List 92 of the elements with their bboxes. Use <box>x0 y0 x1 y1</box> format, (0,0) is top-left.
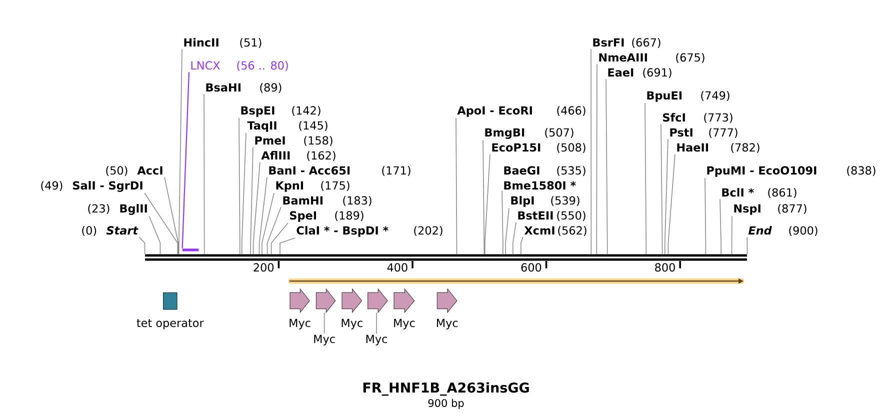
feature-label: tet operator <box>136 319 204 330</box>
feature-block <box>368 288 388 314</box>
scale-number: 600 <box>521 263 542 272</box>
leader-line <box>590 48 592 254</box>
site-label: BstEII (550) <box>518 211 586 221</box>
leader-line <box>250 146 254 254</box>
leader-line <box>720 198 722 254</box>
feature-label: Myc <box>314 334 335 346</box>
feature-label: Myc <box>366 334 388 346</box>
sequence-length: 900 bp <box>428 398 464 410</box>
leader-line <box>178 48 182 254</box>
feature-box <box>163 292 178 310</box>
feature-block <box>316 288 336 314</box>
map-title: FR_HNF1B_A263insGG <box>363 382 529 396</box>
leader-line <box>644 102 647 254</box>
leader-line <box>324 312 325 334</box>
leader-line <box>241 132 246 254</box>
site-label: BsrFI (667) <box>593 38 660 48</box>
site-label: NspI (877) <box>734 204 806 215</box>
site-label: HaeII (782) <box>677 143 760 153</box>
feature-block <box>342 288 362 314</box>
site-label: (50) AccI <box>106 166 162 176</box>
feature-label: LNCX (56 .. 80) <box>191 61 288 71</box>
site-label: BspEI (142) <box>241 106 320 117</box>
feature-bar <box>182 248 199 252</box>
site-label: (49) SalI - SgrDI <box>41 181 142 192</box>
site-label: BmgBI (507) <box>485 128 574 139</box>
leader-line <box>606 78 608 254</box>
site-label: BclI * (861) <box>722 188 796 198</box>
leader-line <box>376 312 377 334</box>
leader-line <box>731 216 732 254</box>
end-label: End (900) <box>748 226 818 236</box>
leader-line <box>204 94 205 254</box>
site-label: PstI (777) <box>670 128 738 138</box>
site-label: BpuEI (749) <box>647 91 730 102</box>
site-label: NmeAIII (675) <box>599 53 704 63</box>
leader-line <box>512 222 516 254</box>
end-label: (0) Start <box>82 226 138 236</box>
feature-block <box>290 288 310 314</box>
site-label: ClaI * - BspDI * (202) <box>296 226 442 237</box>
site-label: BanI - Acc65I (171) <box>269 166 410 176</box>
site-label: BaeGI (535) Bme1580I * <box>504 166 586 190</box>
site-label: BlpI (539) <box>511 196 580 207</box>
leader-line <box>252 162 260 254</box>
site-label: EaeI (691) <box>608 68 672 78</box>
leader-line <box>704 178 706 254</box>
leader-line <box>148 216 161 254</box>
site-label: SfcI (773) <box>663 113 732 123</box>
leader-line <box>668 154 676 254</box>
site-label: BamHI (183) <box>283 196 372 206</box>
site-label: HincII (51) <box>184 38 262 48</box>
leader-line <box>164 176 179 254</box>
leader-line <box>482 140 485 254</box>
leader-line <box>505 208 510 254</box>
leader-line <box>456 118 458 254</box>
leader-line <box>520 236 524 254</box>
leader-line <box>596 64 598 254</box>
site-label: TaqII (145) <box>247 121 328 132</box>
feature-label: Myc <box>394 318 415 330</box>
leader-line <box>138 236 146 254</box>
leader-line <box>270 222 288 254</box>
leader-line <box>262 192 274 254</box>
site-label: BsaHI (89) <box>206 83 282 93</box>
feature-label: Myc <box>342 318 362 330</box>
leader-line <box>280 238 296 254</box>
site-label: SpeI (189) <box>290 211 364 222</box>
site-label: PmeI (158) <box>255 136 332 146</box>
site-label: KpnI (175) <box>276 181 350 192</box>
feature-block <box>436 288 458 314</box>
leader-line <box>182 72 190 248</box>
leader-line <box>484 154 490 254</box>
site-label: AflIII (162) <box>261 151 336 161</box>
site-label: (23) BglII <box>88 204 147 215</box>
site-label: PpuMI - EcoO109I (838) <box>707 166 876 177</box>
feature-block <box>394 288 415 314</box>
feature-label: Myc <box>436 318 458 330</box>
sequence-line <box>145 254 747 261</box>
leader-line <box>144 192 178 254</box>
site-label: XcmI (562) <box>524 226 586 236</box>
scale-number: 400 <box>387 263 408 272</box>
site-label: ApoI - EcoRI (466) <box>457 106 586 117</box>
site-label: EcoP15I (508) <box>492 143 586 153</box>
leader-line <box>266 206 282 254</box>
feature-label: Myc <box>290 318 310 330</box>
leader-line <box>238 118 240 254</box>
leader-line <box>664 138 668 254</box>
leader-line <box>746 236 748 254</box>
scale-number: 200 <box>254 263 274 272</box>
leader-line <box>502 190 504 254</box>
leader-line <box>660 124 663 254</box>
scale-number: 800 <box>655 263 675 272</box>
leader-line <box>258 176 268 254</box>
